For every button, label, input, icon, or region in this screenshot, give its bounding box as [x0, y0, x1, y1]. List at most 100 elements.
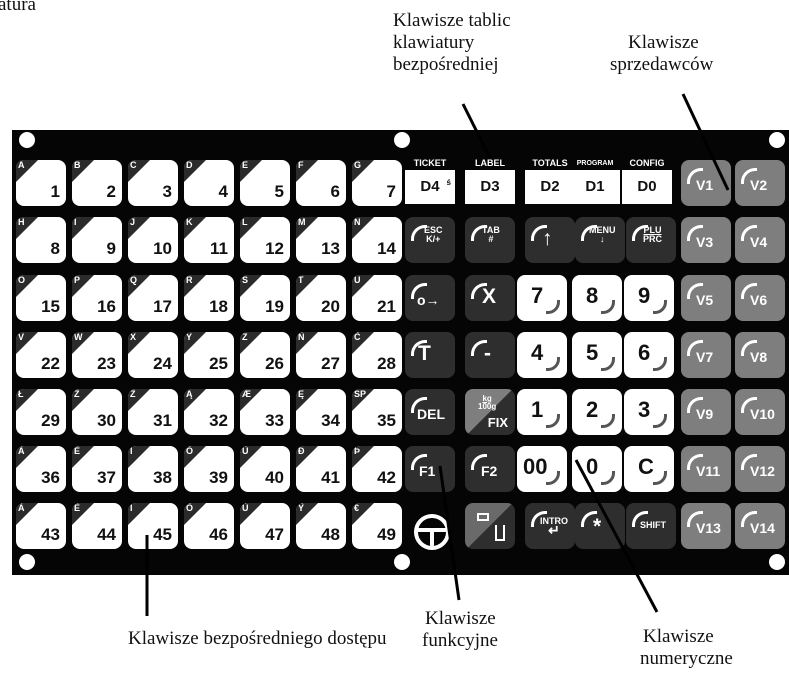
table-key-d3[interactable]: LABEL D3 — [465, 157, 515, 207]
numeric-key[interactable]: 3 — [624, 389, 674, 435]
seller-key[interactable]: V8 — [735, 332, 785, 378]
seller-key[interactable]: V13 — [681, 503, 731, 549]
seller-key[interactable]: V6 — [735, 275, 785, 321]
seller-key[interactable]: V12 — [735, 446, 785, 492]
seller-key[interactable]: V9 — [681, 389, 731, 435]
seller-key[interactable]: V3 — [681, 217, 731, 263]
numeric-key[interactable]: 1 — [517, 389, 567, 435]
paper-feed-key[interactable] — [465, 503, 515, 549]
seller-key[interactable]: V10 — [735, 389, 785, 435]
numeric-key[interactable]: 4 — [517, 332, 567, 378]
seller-key[interactable]: V5 — [681, 275, 731, 321]
intro-key[interactable]: INTRO↵ — [525, 503, 575, 549]
tare-key[interactable]: T — [405, 332, 455, 378]
numeric-key[interactable]: 9 — [624, 275, 674, 321]
seller-key[interactable]: V2 — [735, 160, 785, 206]
seller-key[interactable]: V7 — [681, 332, 731, 378]
key-corner — [352, 503, 374, 525]
numeric-key[interactable]: C — [624, 446, 674, 492]
numeric-key[interactable]: 8 — [572, 275, 622, 321]
zero-key[interactable]: o→ — [405, 275, 455, 321]
del-key[interactable]: DEL — [405, 389, 455, 435]
key-arc-icon — [411, 454, 427, 470]
seller-key[interactable]: V4 — [735, 217, 785, 263]
seller-key[interactable]: V11 — [681, 446, 731, 492]
table-key-d2[interactable]: TOTALS D2 — [525, 157, 575, 207]
numeric-key[interactable]: 6 — [624, 332, 674, 378]
f1-key[interactable]: F1 — [405, 446, 455, 492]
star-key[interactable]: * — [575, 503, 625, 549]
numeric-key[interactable]: 5 — [572, 332, 622, 378]
tab-key[interactable]: TAB# — [465, 217, 515, 263]
table-key-label: TOTALS — [532, 158, 568, 168]
shift-key[interactable]: SHIFT — [626, 503, 676, 549]
up-arrow-key[interactable]: ↑ — [525, 217, 575, 263]
f2-key[interactable]: F2 — [465, 446, 515, 492]
numeric-key[interactable]: 7 — [517, 275, 567, 321]
numeric-key[interactable]: 2 — [572, 389, 622, 435]
key-corner — [352, 389, 374, 411]
menu-key[interactable]: MENU↓ — [575, 217, 625, 263]
minus-key[interactable]: - — [465, 332, 515, 378]
direct-key[interactable]: €49 — [352, 503, 402, 549]
table-key-d1[interactable]: PROGRAM D1 — [570, 157, 620, 207]
seller-key[interactable]: V1 — [681, 160, 731, 206]
table-key-d0[interactable]: CONFIG D0 — [622, 157, 672, 207]
multiply-key[interactable]: X — [465, 275, 515, 321]
seller-key[interactable]: V14 — [735, 503, 785, 549]
numeric-key[interactable]: 00 — [517, 446, 567, 492]
